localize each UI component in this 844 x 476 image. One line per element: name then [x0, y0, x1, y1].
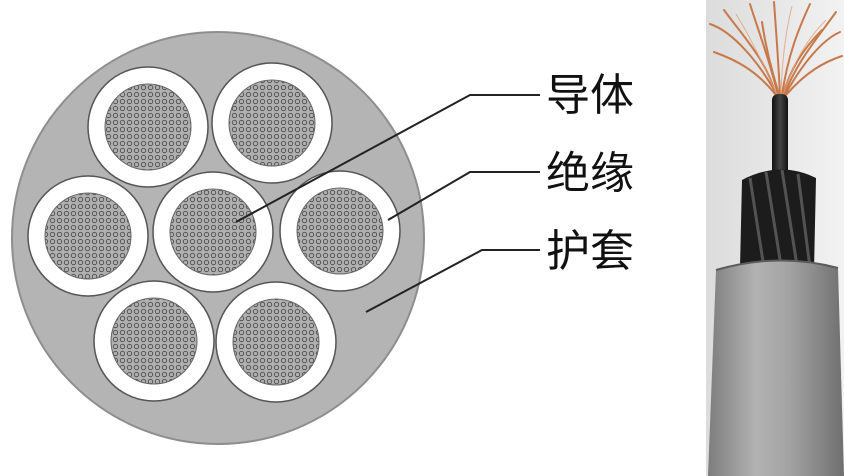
core-center — [152, 171, 274, 293]
twisted-core-bundle — [740, 169, 816, 276]
label-insulation: 绝缘 — [546, 148, 634, 199]
label-conductor: 导体 — [546, 70, 634, 121]
leader-line-insulation — [387, 171, 540, 221]
conductor-strands — [228, 79, 316, 167]
black-core-wire — [772, 94, 788, 180]
conductor-strands — [110, 297, 198, 385]
conductor-strands — [232, 298, 320, 386]
cable-cross-section-diagram: 导体 绝缘 护套 — [11, 31, 634, 445]
leader-line-conductor — [235, 94, 540, 223]
conductor-strands — [296, 187, 384, 275]
core-middle-right — [279, 170, 401, 292]
conductor-strands — [104, 83, 192, 171]
core-top-left — [87, 66, 209, 188]
leader-lines — [235, 94, 540, 313]
label-sheath: 护套 — [546, 226, 634, 277]
core-middle-left — [27, 175, 149, 297]
core-bottom-left — [93, 280, 215, 402]
grey-cable-jacket — [708, 260, 844, 476]
core-group — [27, 62, 401, 403]
cable-photo — [706, 0, 844, 476]
leader-line-sheath — [365, 249, 540, 313]
conductor-strands — [44, 192, 132, 280]
core-bottom-right — [215, 281, 337, 403]
conductor-strands — [169, 188, 257, 276]
copper-strands — [709, 1, 843, 96]
core-top-right — [211, 62, 333, 184]
